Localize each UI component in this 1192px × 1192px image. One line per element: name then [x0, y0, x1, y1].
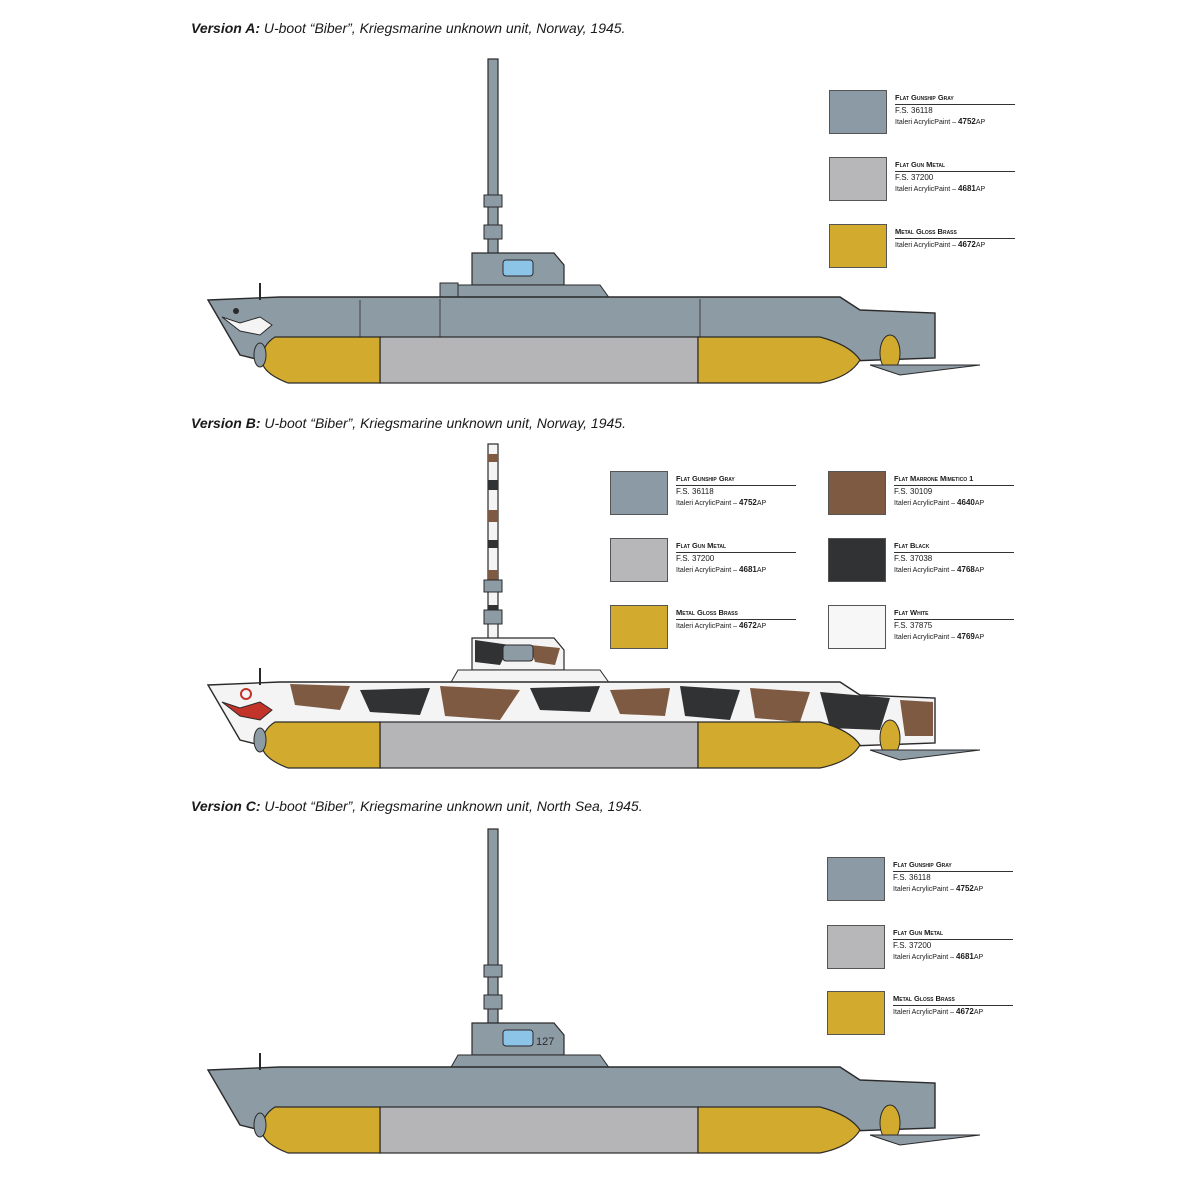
color-swatch	[827, 991, 885, 1035]
acrylic-paint-suffix: AP	[974, 634, 985, 641]
color-swatch	[610, 471, 668, 515]
acrylic-paint-label: Italeri AcrylicPaint –	[676, 500, 738, 507]
acrylic-paint-suffix: AP	[975, 242, 986, 249]
acrylic-paint-label: Italeri AcrylicPaint –	[894, 634, 956, 641]
color-swatch	[610, 605, 668, 649]
acrylic-paint-suffix: AP	[756, 500, 767, 507]
acrylic-paint-code: 4681	[956, 952, 974, 961]
hull-number: 127	[536, 1036, 554, 1048]
color-swatch	[610, 538, 668, 582]
color-swatch	[828, 605, 886, 649]
version-c-title: Version C: U-boot “Biber”, Kriegsmarine …	[191, 798, 643, 814]
paint-name: Flat Gun Metal	[893, 927, 1013, 940]
paint-name: Flat White	[894, 607, 1014, 620]
version-label: Version C:	[191, 798, 261, 814]
paint-name: Flat Gun Metal	[676, 540, 796, 553]
paint-name: Flat Black	[894, 540, 1014, 553]
color-swatch	[828, 471, 886, 515]
paint-name: Flat Marrone Mimetico 1	[894, 473, 1014, 486]
paint-name: Metal Gloss Brass	[676, 607, 796, 620]
acrylic-paint-label: Italeri AcrylicPaint –	[676, 567, 738, 574]
acrylic-paint-code: 4752	[956, 884, 974, 893]
acrylic-paint-suffix: AP	[973, 1009, 984, 1016]
acrylic-paint-label: Italeri AcrylicPaint –	[893, 1009, 955, 1016]
submarine-profile-c: 127	[206, 828, 981, 1154]
paint-name: Flat Gun Metal	[895, 159, 1015, 172]
acrylic-paint-suffix: AP	[974, 500, 985, 507]
acrylic-paint-suffix: AP	[974, 567, 985, 574]
version-label: Version B:	[191, 415, 261, 431]
acrylic-paint-label: Italeri AcrylicPaint –	[894, 500, 956, 507]
acrylic-paint-code: 4681	[739, 565, 757, 574]
acrylic-paint-code: 4752	[958, 117, 976, 126]
color-swatch	[829, 90, 887, 134]
paint-name: Flat Gunship Gray	[895, 92, 1015, 105]
color-swatch	[827, 857, 885, 901]
color-swatch	[827, 925, 885, 969]
paint-name: Metal Gloss Brass	[893, 993, 1013, 1006]
acrylic-paint-code: 4769	[957, 632, 975, 641]
acrylic-paint-suffix: AP	[973, 954, 984, 961]
fs-code: F.S. 36118	[676, 487, 714, 496]
color-swatch	[829, 157, 887, 201]
submarine-c-drawing: 127	[206, 828, 981, 1154]
acrylic-paint-label: Italeri AcrylicPaint –	[893, 886, 955, 893]
version-caption: U-boot “Biber”, Kriegsmarine unknown uni…	[263, 20, 626, 36]
acrylic-paint-code: 4640	[957, 498, 975, 507]
acrylic-paint-label: Italeri AcrylicPaint –	[895, 242, 957, 249]
acrylic-paint-label: Italeri AcrylicPaint –	[895, 186, 957, 193]
acrylic-paint-suffix: AP	[975, 119, 986, 126]
fs-code: F.S. 37200	[895, 173, 934, 182]
version-b-title: Version B: U-boot “Biber”, Kriegsmarine …	[191, 415, 626, 431]
paint-name: Flat Gunship Gray	[893, 859, 1013, 872]
acrylic-paint-suffix: AP	[756, 623, 767, 630]
submarine-profile-a	[206, 58, 981, 384]
acrylic-paint-label: Italeri AcrylicPaint –	[893, 954, 955, 961]
acrylic-paint-suffix: AP	[973, 886, 984, 893]
fs-code: F.S. 37200	[676, 554, 715, 563]
version-a-title: Version A: U-boot “Biber”, Kriegsmarine …	[191, 20, 625, 36]
fs-code: F.S. 30109	[894, 487, 933, 496]
fs-code: F.S. 37038	[894, 554, 933, 563]
acrylic-paint-label: Italeri AcrylicPaint –	[895, 119, 957, 126]
acrylic-paint-code: 4672	[958, 240, 976, 249]
paint-name: Flat Gunship Gray	[676, 473, 796, 486]
version-caption: U-boot “Biber”, Kriegsmarine unknown uni…	[264, 798, 643, 814]
acrylic-paint-code: 4672	[739, 621, 757, 630]
acrylic-paint-label: Italeri AcrylicPaint –	[676, 623, 738, 630]
acrylic-paint-code: 4681	[958, 184, 976, 193]
acrylic-paint-code: 4752	[739, 498, 757, 507]
acrylic-paint-suffix: AP	[975, 186, 986, 193]
submarine-a-drawing	[206, 58, 981, 384]
submarine-profile-b	[206, 443, 981, 769]
acrylic-paint-code: 4672	[956, 1007, 974, 1016]
fs-code: F.S. 36118	[895, 106, 933, 115]
fs-code: F.S. 37200	[893, 941, 932, 950]
color-swatch	[828, 538, 886, 582]
acrylic-paint-code: 4768	[957, 565, 975, 574]
version-label: Version A:	[191, 20, 260, 36]
fs-code: F.S. 36118	[893, 873, 931, 882]
version-caption: U-boot “Biber”, Kriegsmarine unknown uni…	[264, 415, 626, 431]
acrylic-paint-suffix: AP	[756, 567, 767, 574]
acrylic-paint-label: Italeri AcrylicPaint –	[894, 567, 956, 574]
color-swatch	[829, 224, 887, 268]
submarine-b-drawing	[206, 443, 981, 769]
paint-name: Metal Gloss Brass	[895, 226, 1015, 239]
fs-code: F.S. 37875	[894, 621, 933, 630]
